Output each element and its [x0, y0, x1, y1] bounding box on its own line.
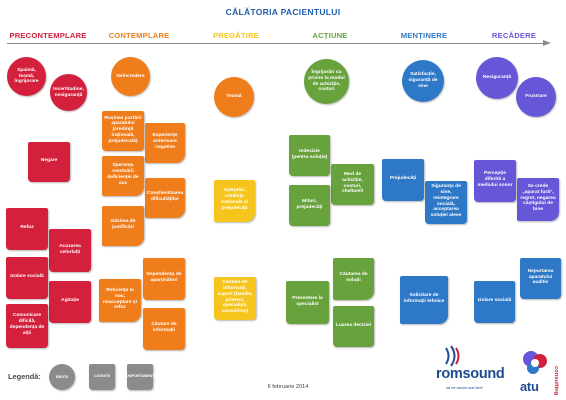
- timeline-arrowhead: [543, 40, 551, 46]
- timeline-axis: [7, 43, 545, 44]
- emotion-nesiguranta: Nesiguranță: [476, 57, 518, 99]
- emotion-neincredere: Neîncredere: [111, 57, 150, 96]
- emotion-spaima: Spaimă, teamă, îngrijorare: [7, 57, 46, 96]
- behavior-izolare: Izolare socială: [6, 257, 48, 299]
- cognition-aparat-fura: Se crede „aparat fură”, regret, negarea …: [517, 178, 559, 221]
- behavior-refuz: Refuz: [6, 208, 48, 250]
- behavior-acuzarea: Acuzarea celorlalți: [49, 229, 91, 272]
- stage-mentinere: MENȚINERE: [400, 31, 448, 40]
- behavior-cautare-info: Căutare de informații: [143, 308, 185, 350]
- behavior-dependenta: Dependența de aparținători: [143, 258, 185, 300]
- cognition-rusinea: Rușinea purtării aparatului (credință ir…: [102, 111, 144, 151]
- romsound-tagline: să ne auzim mai bine: [446, 385, 483, 390]
- behavior-comunicare: Comunicare dificilă, dependența de alții: [6, 304, 48, 348]
- stage-contemplare: CONTEMPLARE: [108, 31, 170, 40]
- atu-mark-icon: [523, 351, 547, 374]
- atu-subtitle: consulting: [553, 366, 559, 396]
- behavior-solicitare: Solicitare de informații tehnice: [400, 276, 448, 324]
- behavior-reticenta: Reticența la nou, neacceptare și refuz: [99, 279, 141, 322]
- stage-pregatire: PREGĂTIRE: [212, 31, 260, 40]
- behavior-agitatie: Agitație: [49, 281, 91, 323]
- behavior-luarea-deciziei: Luarea deciziei: [333, 306, 374, 347]
- sound-waves-icon: [445, 345, 460, 367]
- behavior-izolare-recadere: Izolare socială: [474, 281, 515, 323]
- legend-behavior: COMPORTAMENTE: [123, 364, 157, 390]
- emotion-ingrijorari: Îngrijorări cu privire la modul de achiz…: [304, 59, 349, 104]
- emotion-incertitudine: Incertitudine, nesiguranță: [50, 74, 87, 111]
- legend-cognition: COGNIȚII: [89, 364, 115, 390]
- behavior-cautarea-solutii: Căutarea de soluții: [333, 258, 374, 300]
- cognition-justificari: Găsirea de justificări: [102, 206, 144, 246]
- cognition-speranta: Speranța rezolvării deficienței de auz: [102, 156, 144, 196]
- stage-actiune: ACȚIUNE: [312, 31, 348, 40]
- cognition-mituri: Mituri, prejudecăți: [289, 185, 330, 226]
- cognition-siguranta: Siguranța de sine, reintegrare socială, …: [425, 181, 467, 224]
- cognition-perceptie: Percepție diferită a mediului sonor: [474, 160, 516, 202]
- stage-recadere: RECĂDERE: [491, 31, 537, 40]
- emotion-teama: Teamă: [214, 77, 254, 117]
- cognition-indecizie: Indecizie (pentru soluție): [289, 135, 330, 176]
- cognition-negare: Negare: [28, 142, 70, 182]
- cognition-asteptari: Așteptări, credințe iraționale și prejud…: [214, 180, 255, 222]
- behavior-nepurtarea: Nepurtarea aparatului auditiv: [520, 258, 561, 299]
- legend-label: Legendă:: [8, 372, 41, 381]
- cognition-constientizarea: Conștientizarea dificultăților: [145, 178, 185, 218]
- behavior-prezentare: Prezentare la specialist: [286, 281, 329, 324]
- atu-name: atu: [520, 379, 539, 394]
- legend-emotion: EMOȚII: [49, 364, 75, 390]
- cognition-prejudecati: Prejudecăți: [382, 159, 424, 201]
- behavior-cautare-suport: Căutare de informații, suport (familie, …: [214, 277, 256, 320]
- romsound-logo: romsound să ne auzim mai bine: [436, 344, 516, 398]
- stage-precontemplare: PRECONTEMPLARE: [9, 31, 87, 40]
- cognition-mod-achizitie: Mod de achiziție, costuri, cheltuieli: [331, 164, 374, 205]
- atu-logo: atu consulting: [518, 346, 566, 400]
- romsound-name: romsound: [436, 366, 505, 382]
- date-label: 6 februarie 2014: [267, 384, 309, 390]
- diagram-title: CĂLĂTORIA PACIENTULUI: [225, 7, 341, 17]
- cognition-experiente: Experiențe anterioare negative: [145, 123, 185, 163]
- emotion-satisfactie: Satisfacție, siguranță de sine: [402, 60, 444, 102]
- emotion-frustrare: Frustrare: [516, 77, 556, 117]
